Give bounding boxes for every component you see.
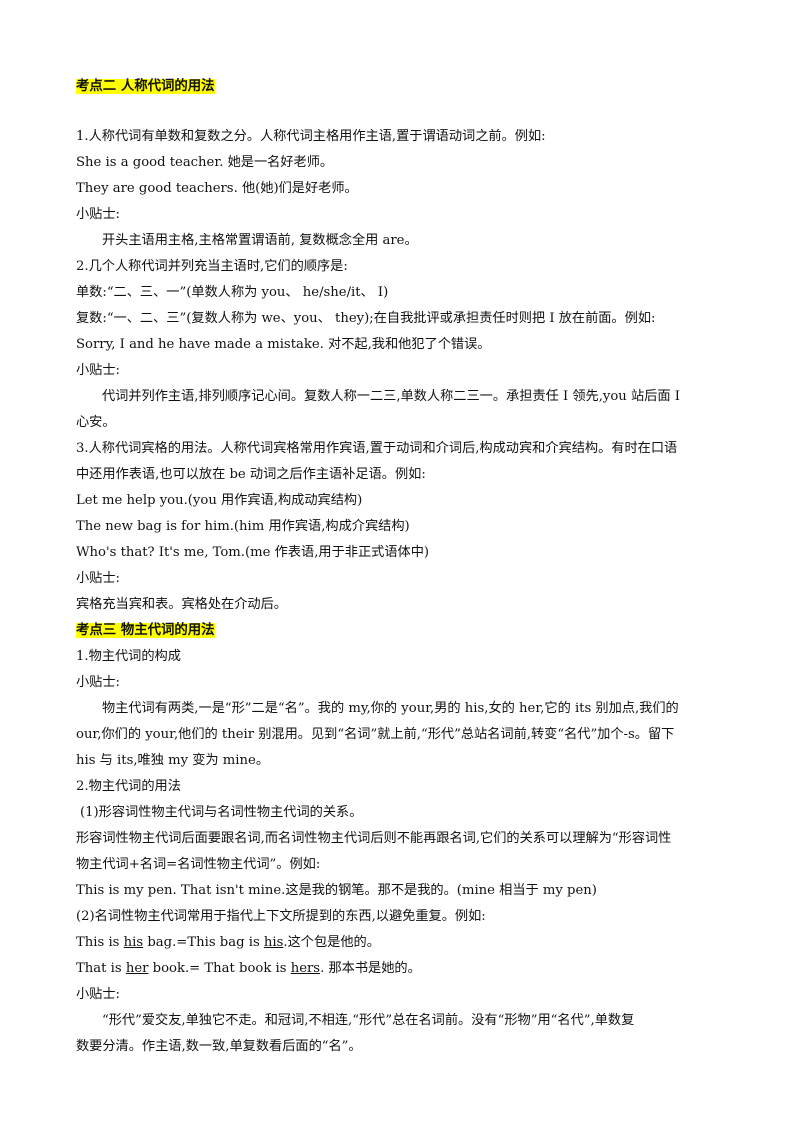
- paragraph: 形容词性物主代词后面要跟名词,而名词性物主代词后则不能再跟名词,它们的关系可以理…: [76, 831, 672, 846]
- paragraph: (2)名词性物主代词常用于指代上下文所提到的东西,以避免重复。例如:: [76, 909, 486, 924]
- example-sentence: They are good teachers. 他(她)们是好老师。: [76, 181, 358, 196]
- example-sentence: Who's that? It's me, Tom.(me 作表语,用于非正式语体…: [76, 545, 430, 560]
- paragraph: 复数:“一、二、三”(复数人称为 we、you、 they);在自我批评或承担责…: [76, 311, 656, 326]
- tip-label: 小贴士:: [76, 675, 121, 690]
- paragraph: 3.人称代词宾格的用法。人称代词宾格常用作宾语,置于动词和介词后,构成动宾和介宾…: [76, 441, 678, 456]
- tip-text: 数要分清。作主语,数一致,单复数看后面的“名”。: [76, 1039, 362, 1054]
- example-sentence: This is his bag.=This bag is his.这个包是他的。: [76, 935, 380, 950]
- paragraph: 单数:“二、三、一”(单数人称为 you、 he/she/it、 I): [76, 285, 389, 300]
- example-sentence: That is her book.= That book is hers. 那本…: [76, 961, 421, 976]
- tip-label: 小贴士:: [76, 571, 121, 586]
- paragraph: 物主代词+名词=名词性物主代词”。例如:: [76, 857, 321, 872]
- tip-text: his 与 its,唯独 my 变为 mine。: [76, 753, 270, 768]
- paragraph: (1)形容词性物主代词与名词性物主代词的关系。: [80, 805, 363, 820]
- tip-text: our,你们的 your,他们的 their 别混用。见到“名词”就上前,“形代…: [76, 727, 675, 742]
- tip-text: 开头主语用主格,主格常置谓语前, 复数概念全用 are。: [102, 233, 418, 248]
- tip-text: 心安。: [76, 415, 116, 430]
- underlined-word: her: [125, 961, 149, 976]
- tip-label: 小贴士:: [76, 207, 121, 222]
- underlined-word: his: [263, 935, 284, 950]
- paragraph: 1.物主代词的构成: [76, 649, 181, 664]
- paragraph: 2.物主代词的用法: [76, 779, 181, 794]
- example-sentence: This is my pen. That isn't mine.这是我的钢笔。那…: [76, 883, 597, 898]
- tip-text: 宾格充当宾和表。宾格处在介动后。: [76, 597, 287, 612]
- paragraph: 中还用作表语,也可以放在 be 动词之后作主语补足语。例如:: [76, 467, 426, 482]
- paragraph: 2.几个人称代词并列充当主语时,它们的顺序是:: [76, 259, 348, 274]
- tip-text: 代词并列作主语,排列顺序记心间。复数人称一二三,单数人称二三一。承担责任 I 领…: [102, 389, 680, 404]
- section-heading-2: 考点二 人称代词的用法: [76, 79, 215, 94]
- tip-label: 小贴士:: [76, 987, 121, 1002]
- example-sentence: She is a good teacher. 她是一名好老师。: [76, 155, 334, 170]
- example-sentence: The new bag is for him.(him 用作宾语,构成介宾结构): [76, 519, 410, 534]
- paragraph: 1.人称代词有单数和复数之分。人称代词主格用作主语,置于谓语动词之前。例如:: [76, 129, 546, 144]
- tip-text: “形代”爱交友,单独它不走。和冠词,不相连,“形代”总在名词前。没有“形物”用“…: [102, 1013, 635, 1028]
- underlined-word: hers: [290, 961, 321, 976]
- example-sentence: Let me help you.(you 用作宾语,构成动宾结构): [76, 493, 363, 508]
- section-heading-3: 考点三 物主代词的用法: [76, 623, 215, 638]
- underlined-word: his: [123, 935, 144, 950]
- example-sentence: Sorry, I and he have made a mistake. 对不起…: [76, 337, 491, 352]
- tip-label: 小贴士:: [76, 363, 121, 378]
- tip-text: 物主代词有两类,一是“形”二是“名”。我的 my,你的 your,男的 his,…: [102, 701, 679, 716]
